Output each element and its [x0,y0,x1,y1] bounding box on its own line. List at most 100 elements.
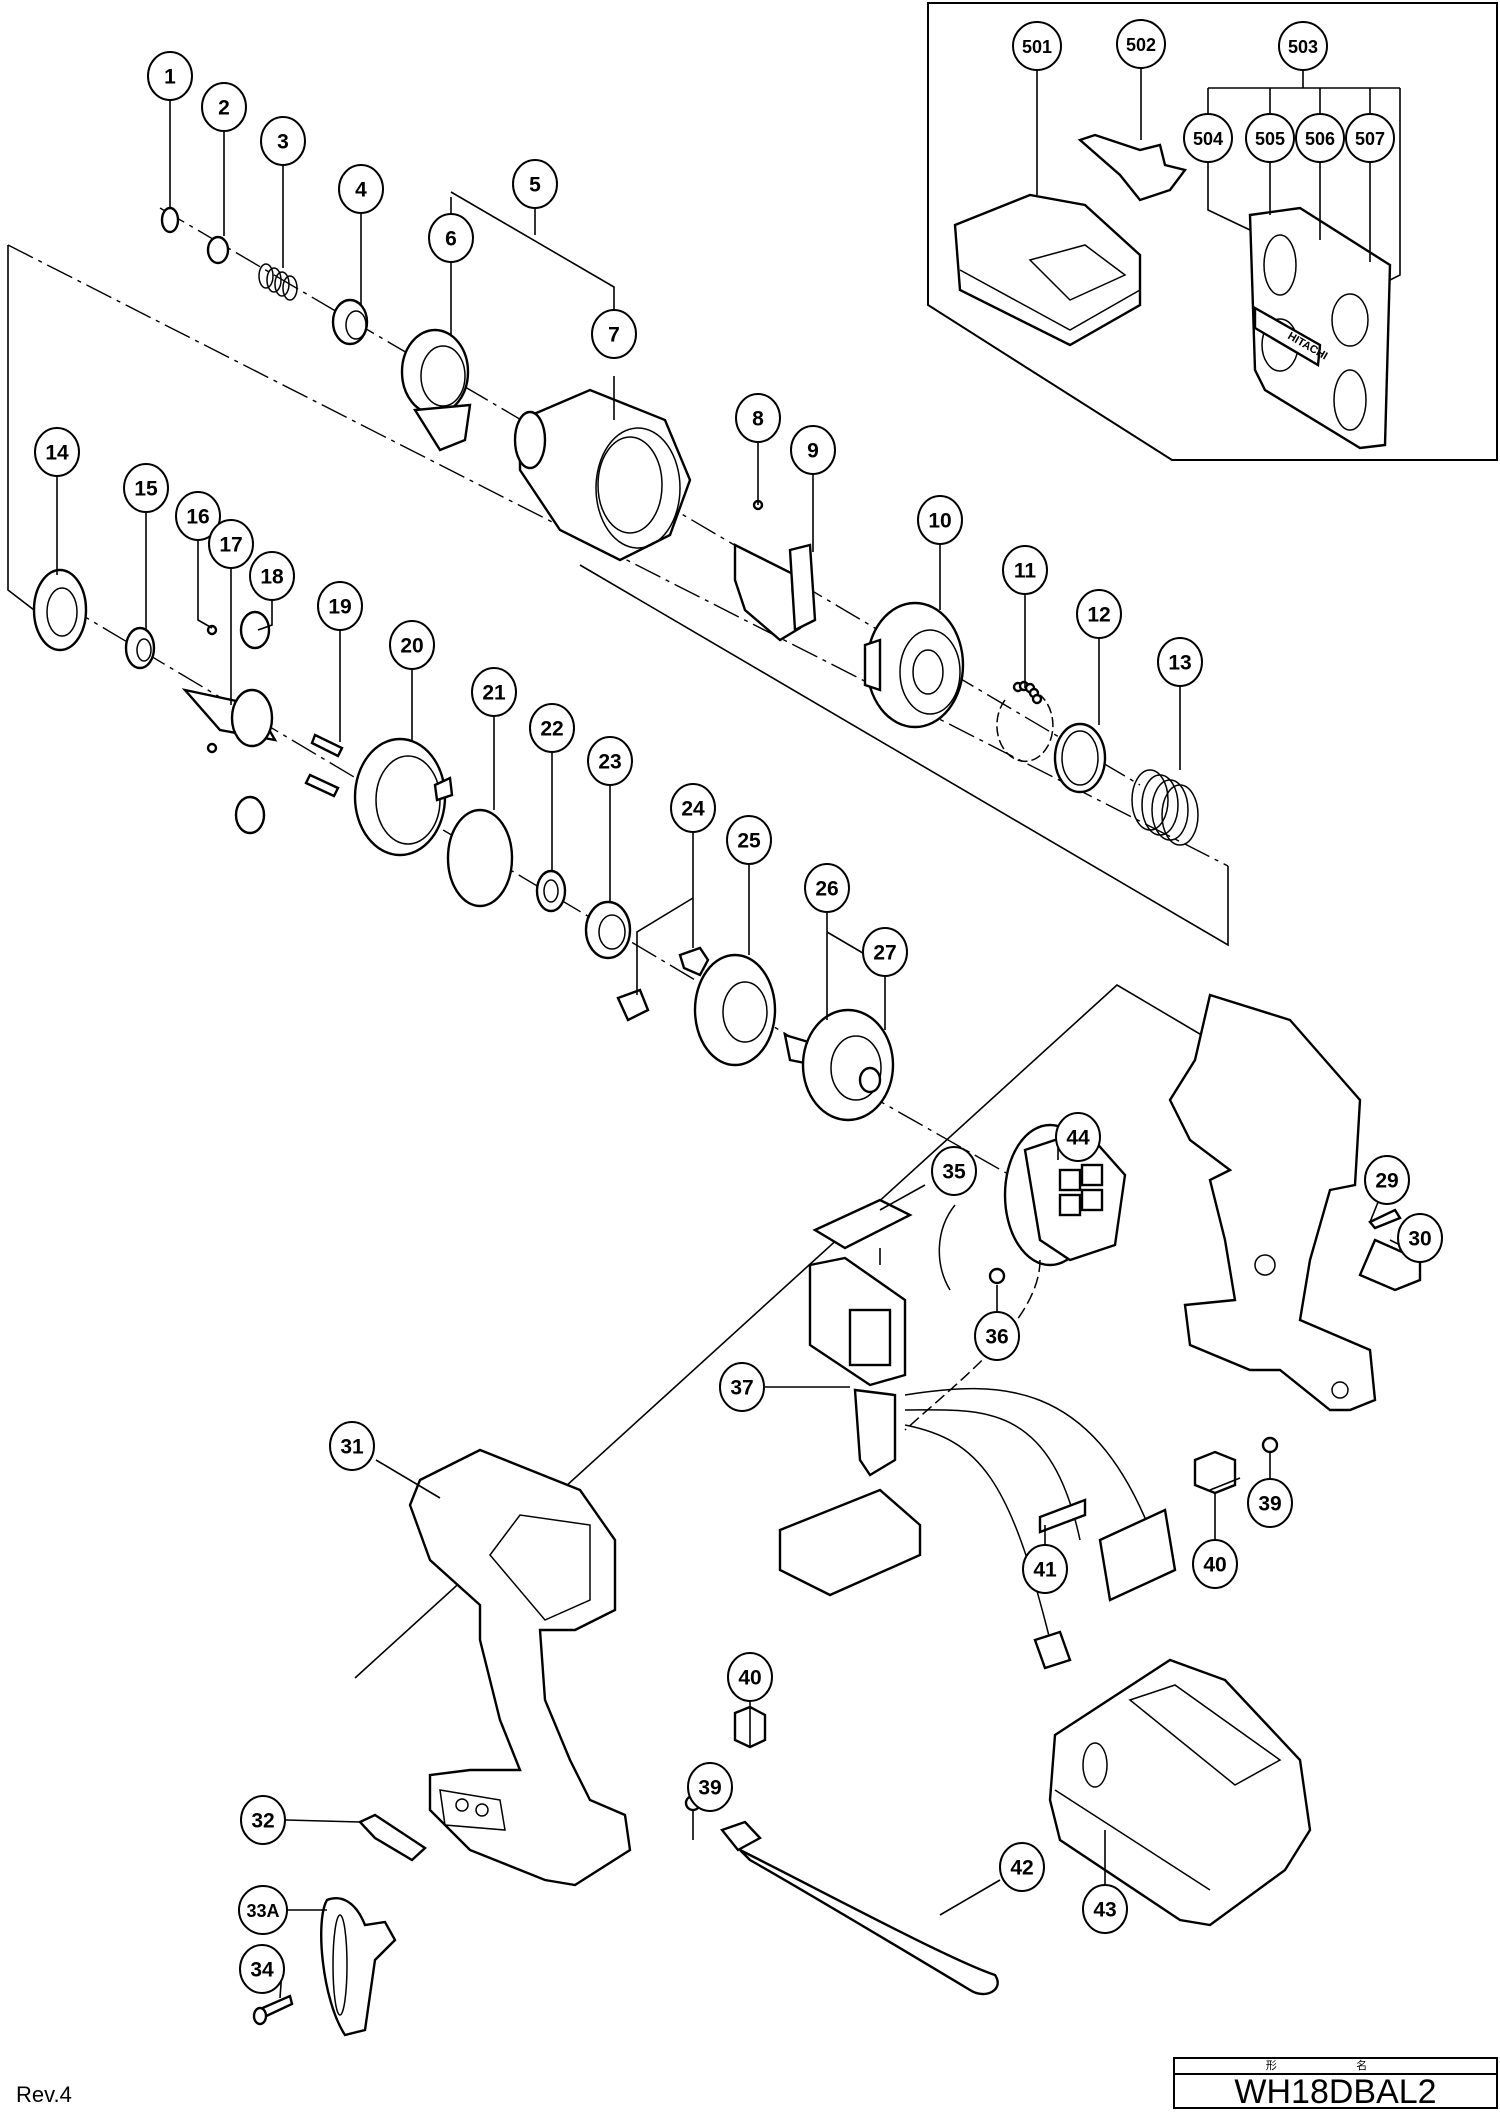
housing-left-half [408,1448,632,1887]
part-13-spring [1131,769,1199,846]
part-503-carrying-case: HITACHI [1248,206,1392,450]
callout-circle [1245,113,1295,163]
callout-505: 505 [1245,113,1295,163]
callout-35: 35 [931,1146,977,1196]
part-36-nut [988,1267,1006,1285]
callout-number: 29 [1375,1170,1398,1193]
callout-44: 44 [1055,1112,1101,1162]
part-33A-hook [320,1897,397,2037]
callout-circle [862,927,908,977]
title-block-header: 形 名 [1175,2059,1496,2075]
callout-number: 36 [985,1326,1008,1349]
callout-number: 30 [1408,1228,1431,1251]
callout-circle [1345,113,1395,163]
callout-22: 22 [529,703,575,753]
callout-40: 40 [1192,1539,1238,1589]
callout-circle [917,495,963,545]
callout-circle [1247,1478,1293,1528]
callout-number: 3 [277,131,289,154]
accessory-inset-frame [927,2,1498,461]
callout-circle [147,51,193,101]
callout-37: 37 [719,1362,765,1412]
callout-8: 8 [735,393,781,443]
callout-number: 6 [445,228,457,251]
callout-13: 13 [1157,637,1203,687]
callout-507: 507 [1345,113,1395,163]
housing-right-half [1168,993,1377,1412]
callout-2: 2 [201,82,247,132]
callout-circle [1183,113,1233,163]
callout-number: 505 [1255,129,1285,149]
callout-circle [529,703,575,753]
callout-31: 31 [329,1421,375,1471]
callout-29: 29 [1364,1155,1410,1205]
callout-number: 37 [730,1377,753,1400]
callout-number: 19 [328,596,351,619]
part-29-tapping-screw [1368,1208,1402,1230]
part-40-magnet-right [1193,1450,1237,1495]
part-2-washer [206,235,230,265]
callout-9: 9 [790,425,836,475]
callout-20: 20 [389,620,435,670]
part-16-steel-ball [206,624,218,754]
part-21-o-ring [446,808,514,908]
callout-circle [240,1795,286,1845]
callout-circle [1397,1213,1443,1263]
callout-circle [329,1421,375,1471]
revision-label: Rev.4 [16,2082,72,2107]
callout-number: 35 [942,1161,966,1184]
callout-circle [790,425,836,475]
callout-circle [1076,589,1122,639]
callout-number: 23 [598,751,621,774]
callout-42: 42 [999,1842,1045,1892]
callout-number: 41 [1033,1559,1057,1582]
callout-circle [1278,21,1328,71]
callout-circle [591,309,637,359]
callout-circle [260,116,306,166]
callout-number: 26 [815,878,838,901]
callout-circle [726,815,772,865]
callout-number: 5 [529,174,541,197]
part-10-hammer [863,601,965,729]
part-1-retaining-ring [160,206,180,234]
callout-12: 12 [1076,589,1122,639]
callout-number: 507 [1355,129,1385,149]
callout-30: 30 [1397,1213,1443,1263]
callout-16: 16 [175,491,221,541]
part-18-idle-gear [234,610,271,835]
callout-32: 32 [240,1795,286,1845]
callout-27: 27 [862,927,908,977]
callout-11: 11 [1002,545,1048,595]
callout-circle [974,1311,1020,1361]
callout-number: 32 [251,1810,274,1833]
part-22-washer [535,869,567,913]
part-3-spring [258,263,298,301]
callout-circle [238,1885,288,1935]
part-11-steel-ball-set [996,680,1054,763]
callout-circle [587,736,633,786]
callout-circle [1055,1112,1101,1162]
callout-circle [1295,113,1345,163]
part-14-washer [32,568,88,652]
callout-1: 1 [147,51,193,101]
callout-number: 7 [608,324,620,347]
callout-number: 24 [681,798,705,821]
callout-number: 15 [134,478,158,501]
callout-39: 39 [1247,1478,1293,1528]
callout-14: 14 [34,427,80,477]
callout-number: 12 [1087,604,1110,627]
callout-circle [201,82,247,132]
callout-number: 502 [1126,35,1156,55]
callout-circle [317,581,363,631]
title-block: 形 名 WH18DBAL2 [1173,2057,1498,2109]
part-12-washer [1053,722,1107,794]
callout-circle [249,551,295,601]
callout-503: 503 [1278,21,1328,71]
callout-40: 40 [727,1652,773,1702]
callout-number: 14 [45,442,69,465]
callout-circle [34,427,80,477]
callout-number: 504 [1193,129,1223,149]
callout-15: 15 [123,463,169,513]
callout-number: 44 [1066,1127,1090,1150]
